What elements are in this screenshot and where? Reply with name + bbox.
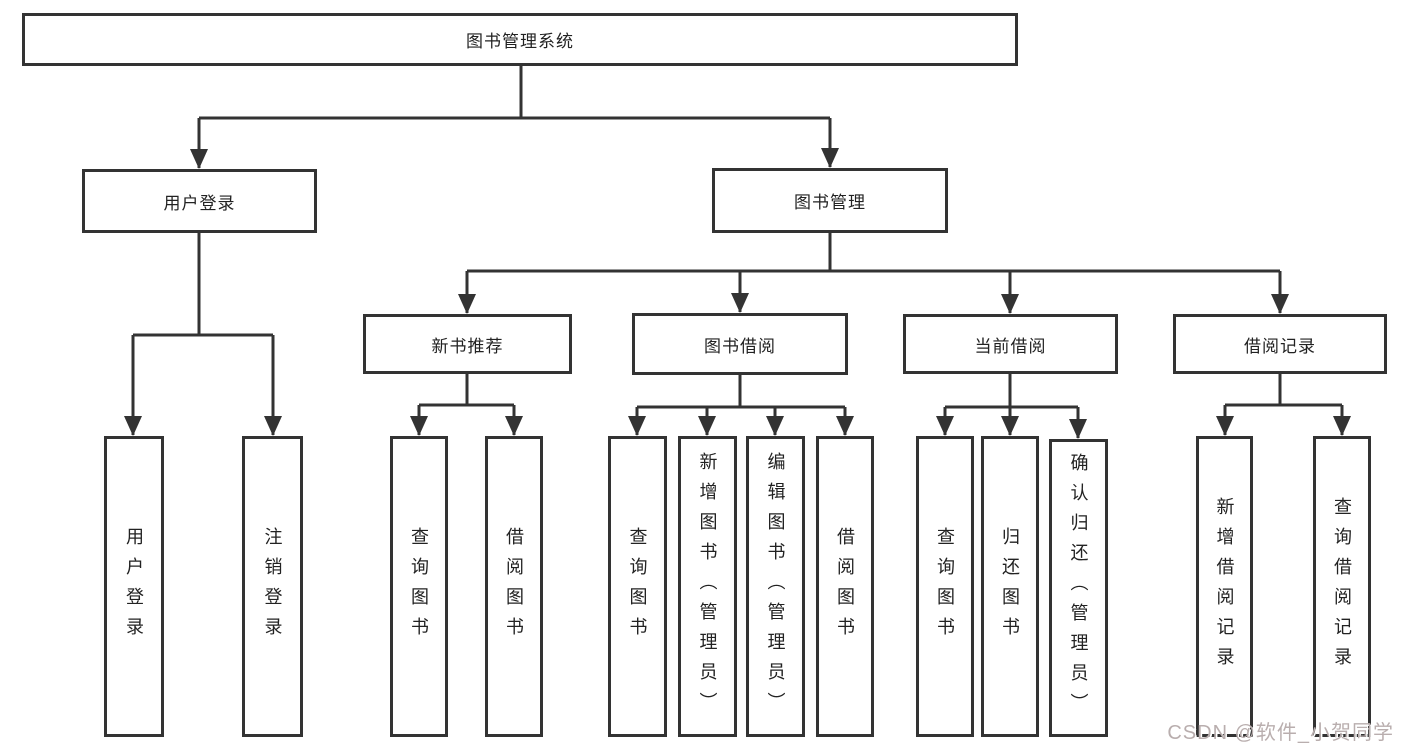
leaf-borrow-books: 借阅图书	[816, 436, 874, 737]
leaf-borrow-books-recommend: 借阅图书	[485, 436, 543, 737]
leaf-return-books: 归还图书	[981, 436, 1039, 737]
leaf-query-books-recommend: 查询图书	[390, 436, 448, 737]
node-system-root: 图书管理系统	[22, 13, 1018, 66]
node-book-borrow: 图书借阅	[632, 313, 848, 375]
node-new-book-recommend: 新书推荐	[363, 314, 572, 374]
leaf-edit-books-admin: 编辑图书（管理员）	[746, 436, 805, 737]
node-current-borrow: 当前借阅	[903, 314, 1118, 374]
node-user-login-branch: 用户登录	[82, 169, 317, 233]
leaf-query-borrow-record: 查询借阅记录	[1313, 436, 1371, 737]
leaf-query-books-current: 查询图书	[916, 436, 974, 737]
leaf-add-borrow-record: 新增借阅记录	[1196, 436, 1253, 737]
leaf-user-login: 用户登录	[104, 436, 164, 737]
leaf-add-books-admin: 新增图书（管理员）	[678, 436, 737, 737]
leaf-confirm-return-admin: 确认归还（管理员）	[1049, 439, 1108, 737]
leaf-logout: 注销登录	[242, 436, 303, 737]
watermark: CSDN @软件_小贺同学	[1167, 722, 1394, 744]
connector	[124, 66, 1351, 439]
leaf-query-books-borrow: 查询图书	[608, 436, 667, 737]
node-borrow-records: 借阅记录	[1173, 314, 1387, 374]
node-book-management-branch: 图书管理	[712, 168, 948, 233]
